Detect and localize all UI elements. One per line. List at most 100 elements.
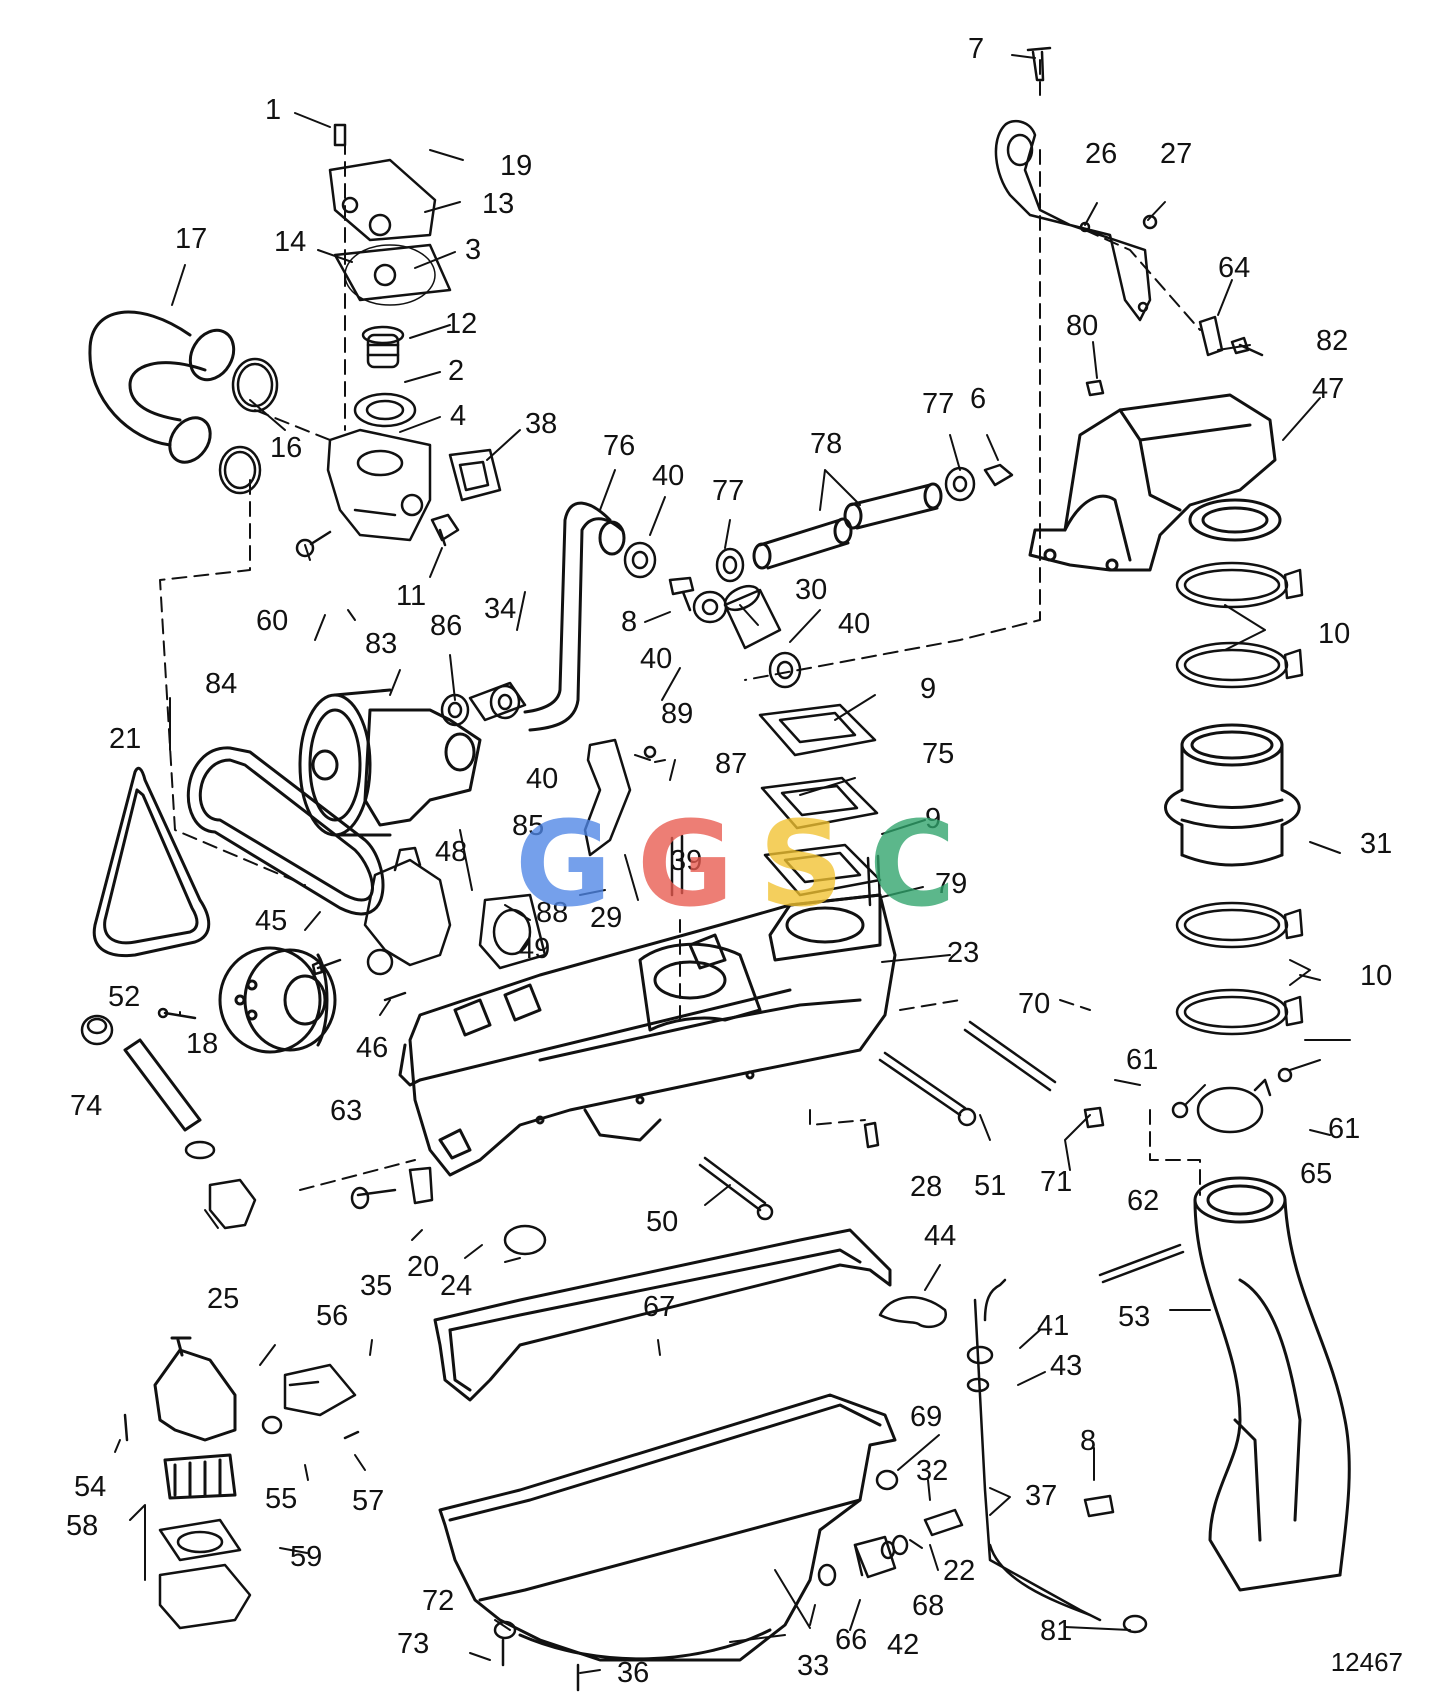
clamps-16 <box>218 357 279 495</box>
part-label: 61 <box>1328 1113 1361 1145</box>
part-label: 16 <box>270 432 303 464</box>
figure-number: 12467 <box>1330 1647 1403 1677</box>
tube-41 <box>966 1278 1007 1365</box>
watermark-letter: C <box>869 795 956 933</box>
nut-80 <box>1085 379 1105 397</box>
thermostat-housing-13 <box>328 123 437 242</box>
fitting-11 <box>430 513 460 547</box>
ring-55 <box>261 1415 283 1435</box>
elbow-25 <box>184 1140 257 1230</box>
part-label: 88 <box>536 897 569 929</box>
part-label: 74 <box>70 1090 103 1122</box>
hose-30 <box>723 584 782 650</box>
gasket-67 <box>433 1228 892 1402</box>
tubes-78 <box>752 482 943 570</box>
part-label: 82 <box>1316 325 1349 357</box>
part-label: 8 <box>1080 1425 1097 1457</box>
part-label: 24 <box>440 1270 473 1302</box>
gasket-38 <box>448 448 502 502</box>
part-label: 46 <box>356 1032 389 1064</box>
bracket-87 <box>583 738 657 857</box>
part-label: 2 <box>448 355 465 387</box>
part-label: 51 <box>974 1170 1007 1202</box>
watermark-letter: G <box>636 795 734 933</box>
part-label: 14 <box>274 226 307 258</box>
part-label: 42 <box>887 1629 920 1661</box>
cap-74 <box>80 1014 114 1046</box>
part-label: 76 <box>603 430 636 462</box>
part-label: 83 <box>365 628 398 660</box>
studs-29-79 <box>670 834 882 907</box>
part-label: 20 <box>407 1251 440 1283</box>
belt-21 <box>92 766 211 958</box>
part-label: 22 <box>943 1555 976 1587</box>
part-label: 80 <box>1066 310 1099 342</box>
o-ring-43 <box>966 1377 990 1393</box>
part-label: 66 <box>835 1624 868 1656</box>
part-label: 28 <box>910 1171 943 1203</box>
bellows-31 <box>1164 723 1301 867</box>
part-label: 40 <box>526 763 559 795</box>
nut-71 <box>1083 1106 1105 1129</box>
part-label: 27 <box>1160 138 1193 170</box>
fitting-8 <box>668 576 695 612</box>
block-42 <box>853 1535 897 1579</box>
stud-50 <box>698 1156 774 1221</box>
part-label: 9 <box>925 803 942 835</box>
housing-4 <box>326 428 432 542</box>
part-label: 81 <box>1040 1615 1073 1647</box>
part-label: 43 <box>1050 1350 1083 1382</box>
part-label: 37 <box>1025 1480 1058 1512</box>
part-label: 48 <box>435 836 468 868</box>
part-label: 33 <box>797 1650 830 1682</box>
assembly-dashed-lines <box>159 59 1201 1196</box>
plug-24 <box>503 1224 547 1256</box>
gasket-3 <box>333 243 452 306</box>
o-ring-81 <box>1122 1614 1148 1634</box>
bolt-52 <box>157 1007 197 1020</box>
part-label: 57 <box>352 1485 385 1517</box>
part-label: 71 <box>1040 1166 1073 1198</box>
gasket-69 <box>875 1469 899 1491</box>
part-label: 55 <box>265 1483 298 1515</box>
part-label: 59 <box>290 1541 323 1573</box>
bolt-57 <box>343 1430 360 1440</box>
oil-pan-33 <box>438 1393 897 1662</box>
part-label: 49 <box>518 933 551 965</box>
bolt-70 <box>963 1020 1057 1092</box>
part-label: 40 <box>838 608 871 640</box>
part-label: 63 <box>330 1095 363 1127</box>
manifold-23 <box>398 893 897 1177</box>
water-pump-83 <box>298 688 482 837</box>
part-label: 87 <box>715 748 748 780</box>
thermostat-12 <box>361 325 405 369</box>
flapper-65 <box>1171 1067 1293 1134</box>
part-label: 68 <box>912 1590 945 1622</box>
bolt-54 <box>123 1413 129 1442</box>
part-label: 53 <box>1118 1301 1151 1333</box>
exhaust-pipe-53 <box>1193 1176 1351 1592</box>
part-label: 40 <box>652 460 685 492</box>
part-label: 35 <box>360 1270 393 1302</box>
washer-68 <box>880 1540 896 1560</box>
part-label: 26 <box>1085 138 1118 170</box>
part-label: 41 <box>1037 1310 1070 1342</box>
leader-lines <box>114 54 1351 1674</box>
part-label: 9 <box>920 673 937 705</box>
part-label: 89 <box>661 698 694 730</box>
part-label: 65 <box>1300 1158 1333 1190</box>
fitting-6 <box>983 463 1014 487</box>
plug-32 <box>923 1508 964 1537</box>
part-label: 3 <box>465 234 482 266</box>
part-label: 56 <box>316 1300 349 1332</box>
bolt-60 <box>295 530 332 558</box>
part-label: 67 <box>643 1291 676 1323</box>
part-label: 52 <box>108 981 141 1013</box>
rod-62 <box>1098 1243 1185 1284</box>
part-label: 85 <box>512 810 545 842</box>
watermark-logo: G G S C <box>515 795 956 933</box>
bracket-26 <box>994 46 1152 322</box>
clip-64 <box>1198 315 1224 357</box>
part-label: 77 <box>712 475 745 507</box>
